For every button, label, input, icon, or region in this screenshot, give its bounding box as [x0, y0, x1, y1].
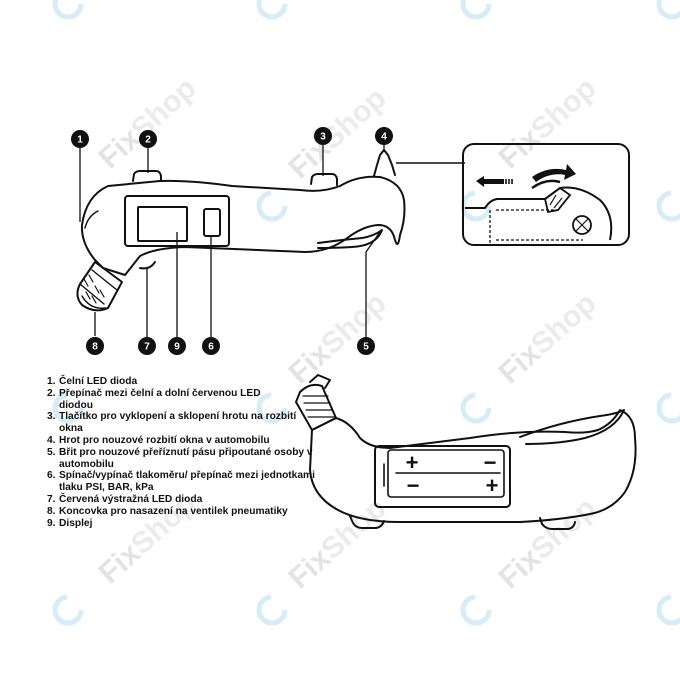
legend-text: Spínač/vypínač tlakoměru/ přepínač mezi …: [59, 470, 315, 494]
svg-text:9: 9: [174, 342, 180, 353]
callout-marker-4: 4: [375, 127, 393, 145]
gauge-power-button: [203, 208, 221, 237]
watermark-logo-icon: [55, 597, 81, 623]
battery-polarity: + − − +: [406, 450, 499, 498]
watermark-logo-icon: [463, 395, 489, 421]
svg-text:6: 6: [208, 342, 214, 353]
legend-num: 2.: [47, 387, 56, 399]
device-front-view: [76, 149, 406, 312]
watermark-logo-icon: [659, 395, 680, 421]
svg-text:FixShop: FixShop: [493, 286, 603, 390]
legend-num: 8.: [47, 505, 56, 517]
legend-num: 3.: [47, 411, 56, 423]
svg-text:7: 7: [144, 342, 150, 353]
legend-text: Přepínač mezi čelní a dolní červenou LED…: [59, 387, 261, 411]
legend-text: Hrot pro nouzové rozbití okna v automobi…: [59, 434, 270, 446]
legend-num: 1.: [47, 376, 56, 387]
legend-text: Břit pro nouzové přeříznutí pásu připout…: [59, 446, 313, 470]
battery-slot: [387, 449, 505, 498]
inset-hinge: [572, 215, 592, 235]
callout-lines: [79, 145, 385, 337]
legend-item-6: 6.Spínač/vypínač tlakoměru/ přepínač mez…: [47, 470, 317, 494]
slide-left-arrow-icon: [476, 176, 504, 187]
legend-item-8: 8.Koncovka pro nasazení na ventilek pneu…: [47, 506, 317, 518]
legend-item-4: 4.Hrot pro nouzové rozbití okna v automo…: [47, 435, 317, 447]
legend-item-3: 3.Tlačítko pro vyklopení a sklopení hrot…: [47, 411, 317, 435]
battery-minus-bottom: −: [407, 473, 420, 498]
rotate-arrow-icon: [532, 164, 576, 182]
svg-text:FixShop: FixShop: [493, 491, 603, 595]
battery-minus-top: −: [484, 450, 497, 475]
seatbelt-cutter-blade: [317, 229, 383, 249]
display-screen: [137, 206, 188, 242]
callout-marker-6: 6: [202, 337, 220, 355]
legend-num: 7.: [47, 493, 56, 505]
watermark-logo-icon: [55, 0, 81, 17]
legend-text: Čelní LED dioda: [59, 376, 138, 387]
battery-cover: [374, 445, 511, 508]
device-back-view: [295, 374, 637, 530]
svg-text:FixShop: FixShop: [283, 286, 393, 390]
inset-detail: [462, 143, 630, 246]
legend-num: 4.: [47, 434, 56, 446]
callout-marker-5: 5: [357, 337, 375, 355]
legend-item-7: 7.Červená výstražná LED dioda: [47, 494, 317, 506]
watermark-logo-icon: [463, 0, 489, 17]
watermark-logo-icon: [463, 193, 489, 219]
svg-text:2: 2: [145, 135, 151, 146]
watermark-logo-icon: [659, 0, 680, 17]
callout-marker-9: 9: [168, 337, 186, 355]
legend-item-9: 9.Displej: [47, 518, 317, 530]
legend-item-5: 5.Břit pro nouzové přeříznutí pásu připo…: [47, 447, 317, 471]
device-back-body: [309, 409, 637, 523]
inset-blade: [543, 186, 572, 214]
callout-marker-8: 8: [86, 337, 104, 355]
callout-marker-3: 3: [314, 127, 332, 145]
back-blade: [519, 409, 625, 445]
callout-marker-2: 2: [139, 130, 157, 148]
callout-marker-1: 1: [71, 130, 89, 148]
tip-release-button: [310, 173, 338, 186]
legend-item-2: 2.Přepínač mezi čelní a dolní červenou L…: [47, 388, 317, 412]
callout-marker-7: 7: [138, 337, 156, 355]
legend-list: 1.Čelní LED dioda 2.Přepínač mezi čelní …: [47, 376, 317, 529]
valve-nozzle: [76, 261, 123, 312]
legend-num: 5.: [47, 446, 56, 458]
legend-num: 9.: [47, 517, 56, 529]
svg-text:1: 1: [77, 135, 83, 146]
inset-body-outline: [465, 186, 613, 241]
legend-text: Displej: [59, 517, 93, 529]
legend-text: Koncovka pro nasazení na ventilek pneuma…: [59, 505, 288, 517]
legend-num: 6.: [47, 470, 56, 482]
watermark-logo-icon: [259, 0, 285, 17]
legend-item-1: 1.Čelní LED dioda: [47, 376, 317, 388]
svg-text:FixShop: FixShop: [493, 71, 603, 175]
svg-text:5: 5: [363, 342, 369, 353]
watermark-logo-icon: [259, 193, 285, 219]
svg-text:4: 4: [381, 132, 387, 143]
legend-text: Červená výstražná LED dioda: [59, 493, 203, 505]
red-led: [139, 261, 156, 270]
watermark-logo-icon: [463, 597, 489, 623]
watermark-logo-icon: [659, 193, 680, 219]
inset-frame: [462, 143, 630, 246]
legend-text: Tlačítko pro vyklopení a sklopení hrotu …: [59, 411, 297, 435]
led-switch-button: [132, 170, 162, 182]
battery-plus-bottom: +: [486, 473, 499, 498]
window-breaker-tip: [373, 149, 396, 177]
watermark-logo-icon: [259, 597, 285, 623]
device-body: [80, 175, 406, 276]
watermark-logo-icon: [659, 597, 680, 623]
battery-plus-top: +: [406, 450, 419, 475]
svg-text:3: 3: [320, 132, 326, 143]
svg-text:8: 8: [92, 342, 98, 353]
